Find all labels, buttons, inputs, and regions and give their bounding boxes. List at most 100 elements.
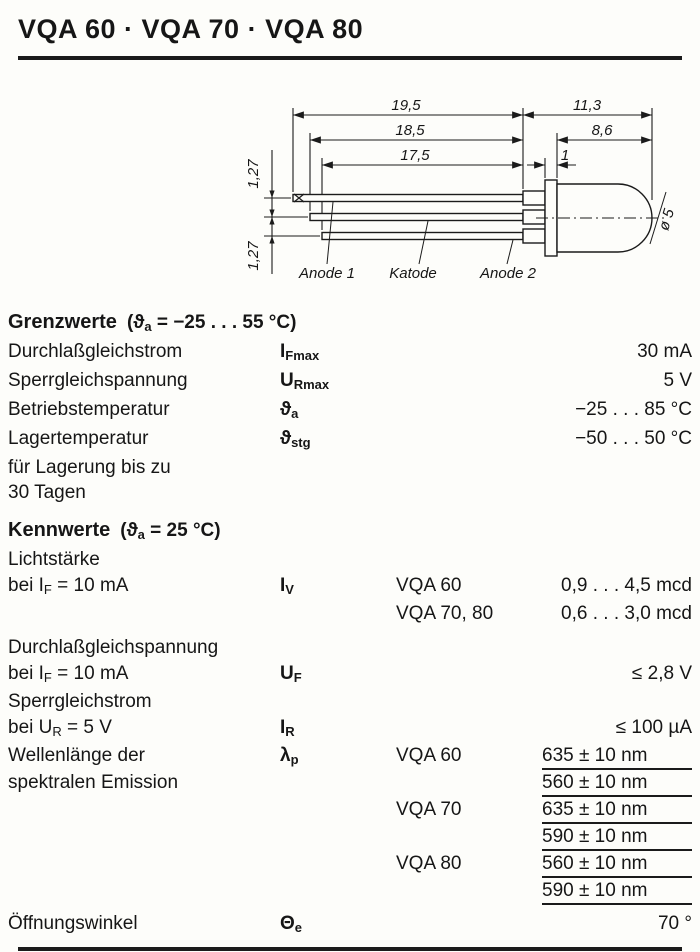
row-lichtstaerke-line2: bei IF = 10 mA IV VQA 60 0,9 . . . 4,5 m…	[8, 575, 692, 603]
symbol-sub: V	[285, 582, 294, 597]
led-technical-drawing: 19,5 11,3 18,5 8,6 17,5 1 1,27 1,27 ø 5 …	[245, 97, 678, 282]
symbol-main: I	[280, 341, 286, 362]
row-symbol: URmax	[280, 370, 396, 392]
symbol-main: U	[280, 370, 294, 391]
row-lichtstaerke-line1: Lichtstärke	[8, 549, 692, 575]
spec-table: Grenzwerte (ϑa = −25 . . . 55 °C) Durchl…	[8, 311, 692, 941]
row-wellenlaenge-line6: 590 ± 10 nm	[8, 880, 692, 907]
symbol-sub: R	[285, 724, 295, 739]
row-value-underlined: 560 ± 10 nm	[542, 853, 692, 878]
row-wellenlaenge-line3: VQA 70 635 ± 10 nm	[8, 799, 692, 826]
row-variant: VQA 70, 80	[396, 603, 494, 624]
title-rule	[18, 56, 682, 60]
symbol-sub: F	[293, 670, 302, 685]
row-label: für Lagerung bis zu	[8, 457, 171, 478]
row-label: Lichtstärke	[8, 549, 100, 570]
row-label: bei IF = 10 mA	[8, 575, 280, 597]
row-value: 5 V	[663, 370, 692, 391]
row-durchlassgleichspannung-line2: bei IF = 10 mA UF ≤ 2,8 V	[8, 663, 692, 691]
row-label: Sperrgleichstrom	[8, 691, 152, 712]
row-symbol: IV	[280, 575, 396, 597]
symbol-main: I	[280, 717, 286, 738]
row-value-underlined: 590 ± 10 nm	[542, 880, 692, 905]
row-symbol: Θe	[280, 913, 396, 935]
row-label: 30 Tagen	[8, 482, 86, 503]
page-title: VQA 60 · VQA 70 · VQA 80	[18, 14, 364, 44]
row-value-underlined: 590 ± 10 nm	[542, 826, 692, 851]
label-sub: F	[43, 582, 52, 597]
row-label: Sperrgleichspannung	[8, 370, 188, 391]
symbol-main: ϑ	[280, 399, 292, 420]
row-label: Durchlaßgleichstrom	[8, 341, 183, 362]
row-label: Öffnungswinkel	[8, 913, 138, 934]
bottom-rule	[18, 947, 682, 951]
symbol-sub: a	[291, 406, 299, 421]
row-wellenlaenge-line4: 590 ± 10 nm	[8, 826, 692, 853]
symbol-main: Θ	[280, 913, 295, 934]
label-sub: R	[52, 724, 62, 739]
row-value-underlined: 635 ± 10 nm	[542, 799, 692, 824]
symbol-main: λ	[280, 745, 291, 766]
row-wellenlaenge-line1: Wellenlänge der λp VQA 60 635 ± 10 nm	[8, 745, 692, 772]
row-label: Durchlaßgleichspannung	[8, 637, 219, 658]
row-symbol: IR	[280, 717, 396, 739]
row-symbol: UF	[280, 663, 396, 685]
section-gap	[8, 507, 692, 519]
row-lagertemperatur: Lagertemperatur ϑstg −50 . . . 50 °C	[8, 428, 692, 457]
row-variant: VQA 60	[396, 745, 462, 766]
row-sperrgleichspannung: Sperrgleichspannung URmax 5 V	[8, 370, 692, 399]
dim-8-6-label: 8,6	[592, 122, 614, 139]
row-variant: VQA 80	[396, 853, 462, 874]
row-durchlassgleichspannung-line1: Durchlaßgleichspannung	[8, 637, 692, 663]
dim-17-5-label: 17,5	[400, 147, 430, 164]
row-value-underlined: 635 ± 10 nm	[542, 745, 692, 770]
page-header: VQA 60 · VQA 70 · VQA 80	[0, 0, 700, 46]
row-value: −25 . . . 85 °C	[575, 399, 692, 420]
row-label: Betriebstemperatur	[8, 399, 170, 420]
pin-label-anode1: Anode 1	[298, 265, 355, 282]
label-pre: bei U	[8, 717, 53, 738]
row-value-underlined: 560 ± 10 nm	[542, 772, 692, 797]
symbol-main: U	[280, 663, 294, 684]
pin-spacing-arrowheads	[269, 190, 275, 244]
row-sperrgleichstrom-line1: Sperrgleichstrom	[8, 691, 692, 717]
row-sperrgleichstrom-line2: bei UR = 5 V IR ≤ 100 µA	[8, 717, 692, 745]
cond-pre: (ϑ	[120, 520, 138, 541]
kennwerte-condition: (ϑa = 25 °C)	[120, 520, 220, 542]
dim-1-label: 1	[561, 147, 569, 164]
symbol-sub: e	[294, 920, 303, 935]
label-post: = 10 mA	[51, 663, 129, 684]
dim-18-5-label: 18,5	[395, 122, 425, 139]
row-label: Lagertemperatur	[8, 428, 149, 449]
symbol-main: ϑ	[280, 428, 292, 449]
row-label: bei IF = 10 mA	[8, 663, 280, 685]
row-variant: VQA 70	[396, 799, 462, 820]
row-label: spektralen Emission	[8, 772, 179, 793]
label-pre: bei I	[8, 575, 44, 596]
label-pre: bei I	[8, 663, 44, 684]
drawing-area: 19,5 11,3 18,5 8,6 17,5 1 1,27 1,27 ø 5 …	[0, 88, 700, 301]
pin-label-katode: Katode	[389, 265, 437, 282]
row-lagertemperatur-line2: für Lagerung bis zu	[8, 457, 692, 482]
row-symbol: ϑa	[280, 399, 396, 421]
dim-1-27-top-label: 1,27	[245, 159, 262, 189]
grenzwerte-condition: (ϑa = −25 . . . 55 °C)	[127, 312, 297, 334]
label-post: = 5 V	[61, 717, 112, 738]
row-label: bei UR = 5 V	[8, 717, 280, 739]
dim-1-27-bottom-label: 1,27	[245, 241, 262, 271]
row-lagertemperatur-line3: 30 Tagen	[8, 482, 692, 507]
row-symbol: ϑstg	[280, 428, 396, 450]
dim-diameter-label: ø 5	[655, 206, 678, 232]
dim-11-3-label: 11,3	[573, 97, 602, 114]
section-heading-kennwerte: Kennwerte (ϑa = 25 °C)	[8, 519, 692, 549]
symbol-sub: Fmax	[285, 348, 320, 363]
row-durchlassgleichstrom: Durchlaßgleichstrom IFmax 30 mA	[8, 341, 692, 370]
row-value: ≤ 100 µA	[615, 717, 692, 738]
row-symbol: λp	[280, 745, 396, 767]
dim-19-5-label: 19,5	[391, 97, 421, 114]
row-value: 0,6 . . . 3,0 mcd	[561, 603, 692, 624]
symbol-sub: Rmax	[293, 377, 330, 392]
dimension-lines	[264, 108, 653, 274]
cond-sub: a	[137, 527, 145, 542]
